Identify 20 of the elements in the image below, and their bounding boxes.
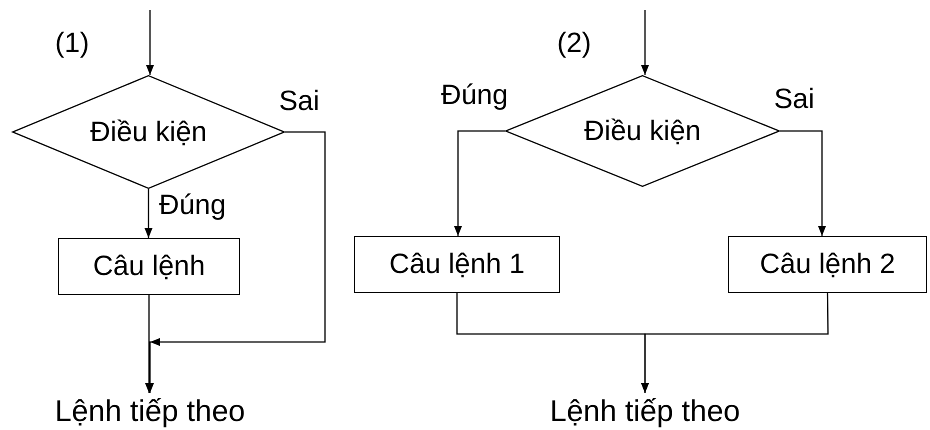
diagram-number: (2) (557, 28, 592, 59)
node-label: Câu lệnh 2 (760, 249, 896, 280)
process-box (728, 236, 927, 293)
arrow (641, 10, 649, 75)
arrow (146, 10, 154, 75)
edge-label: Đúng (440, 80, 509, 111)
node-label: Lệnh tiếp theo (550, 394, 740, 428)
arrow (144, 189, 152, 238)
node-label: Điều kiện (90, 116, 207, 148)
process-box (354, 236, 560, 293)
edge-label: Đúng (158, 190, 227, 221)
arrow (780, 130, 826, 236)
arrow (454, 130, 505, 236)
node-label: Điều kiện (584, 116, 701, 146)
node-label: Câu lệnh (92, 251, 206, 282)
arrow (641, 293, 829, 393)
node-label: Lệnh tiếp theo (54, 394, 246, 428)
node-label: Câu lệnh 1 (389, 249, 525, 280)
process-box (58, 238, 240, 295)
diagram-number: (1) (55, 28, 90, 59)
